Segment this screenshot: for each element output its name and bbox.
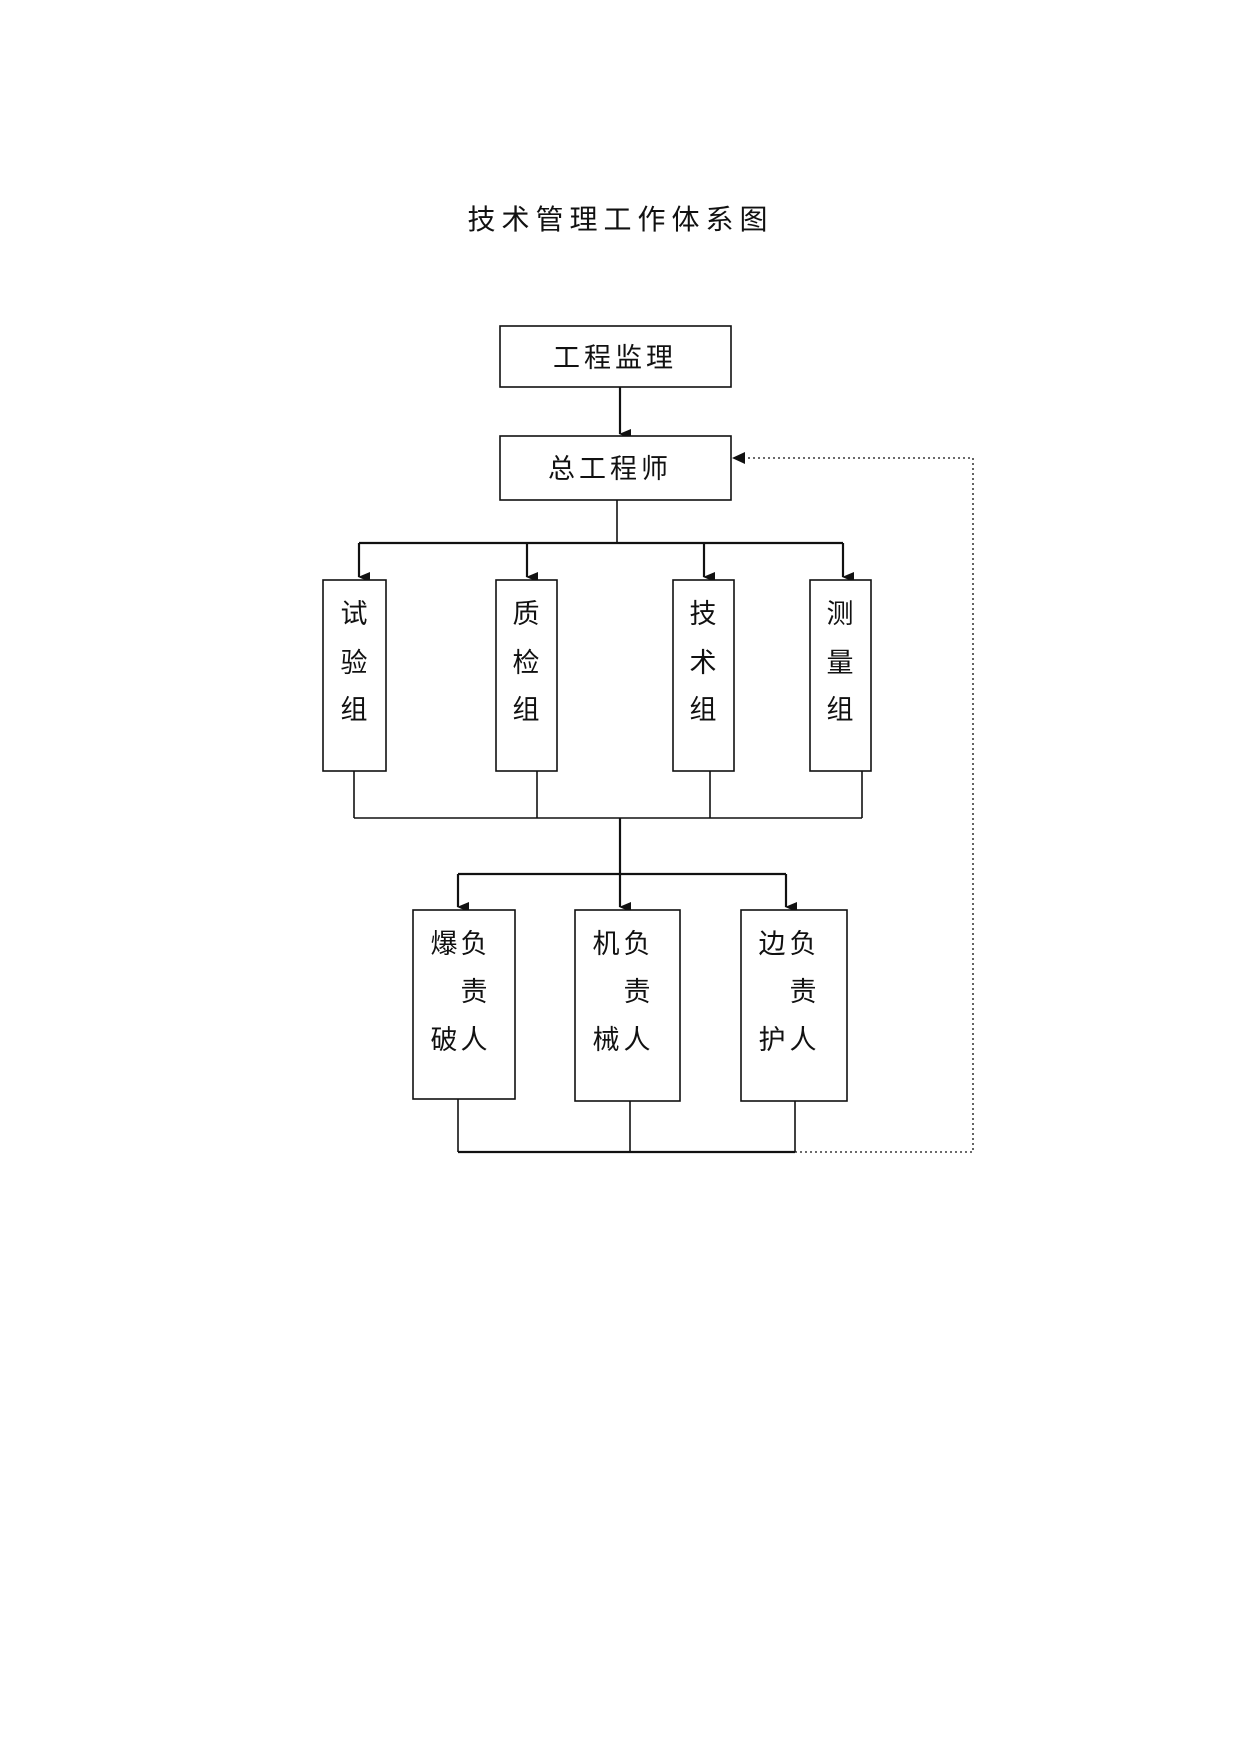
- node-group-technical: 技 术 组: [672, 579, 735, 772]
- slope-right-1: 负: [790, 929, 817, 960]
- group-quality-char-3: 组: [513, 695, 540, 726]
- blasting-right-2: 责: [461, 977, 488, 1008]
- group-survey-char-3: 组: [827, 695, 854, 726]
- slope-left-2: 护: [759, 1025, 786, 1056]
- node-chief-engineer-label: 总工程师: [548, 454, 672, 485]
- page-title: 技术管理工作体系图: [467, 203, 774, 236]
- node-group-survey: 测 量 组: [809, 579, 872, 772]
- group-technical-char-2: 术: [690, 648, 717, 679]
- slope-right-3: 人: [790, 1025, 817, 1056]
- node-responsible-slope: 边 护 负 责 人: [740, 909, 848, 1102]
- node-group-quality: 质 检 组: [495, 579, 558, 772]
- group-technical-char-1: 技: [690, 599, 717, 630]
- group-survey-char-2: 量: [827, 648, 854, 679]
- blasting-left-2: 破: [431, 1025, 458, 1056]
- machinery-right-1: 负: [624, 929, 651, 960]
- node-responsible-machinery: 机 械 负 责 人: [574, 909, 681, 1102]
- node-group-test: 试 验 组: [322, 579, 387, 772]
- group-technical-char-3: 组: [690, 695, 717, 726]
- node-supervision: 工程监理: [499, 325, 732, 388]
- blasting-right-1: 负: [461, 929, 488, 960]
- group-test-char-1: 试: [341, 599, 368, 630]
- group-quality-char-2: 检: [513, 648, 540, 679]
- group-test-char-3: 组: [341, 695, 368, 726]
- blasting-right-3: 人: [461, 1025, 488, 1056]
- machinery-left-1: 机: [593, 929, 620, 960]
- arrow-feedback-to-chief: [732, 452, 745, 464]
- node-responsible-blasting: 爆 破 负 责 人: [412, 909, 516, 1100]
- node-supervision-label: 工程监理: [553, 343, 677, 374]
- slope-left-1: 边: [759, 929, 786, 960]
- machinery-right-3: 人: [624, 1025, 651, 1056]
- slope-right-2: 责: [790, 977, 817, 1008]
- feedback-loop-dotted: [745, 457, 974, 1153]
- group-test-char-2: 验: [341, 648, 368, 679]
- group-quality-char-1: 质: [513, 599, 540, 630]
- node-chief-engineer: 总工程师: [499, 435, 732, 501]
- machinery-left-2: 械: [593, 1025, 620, 1056]
- group-survey-char-1: 测: [827, 599, 854, 630]
- blasting-left-1: 爆: [431, 929, 458, 960]
- machinery-right-2: 责: [624, 977, 651, 1008]
